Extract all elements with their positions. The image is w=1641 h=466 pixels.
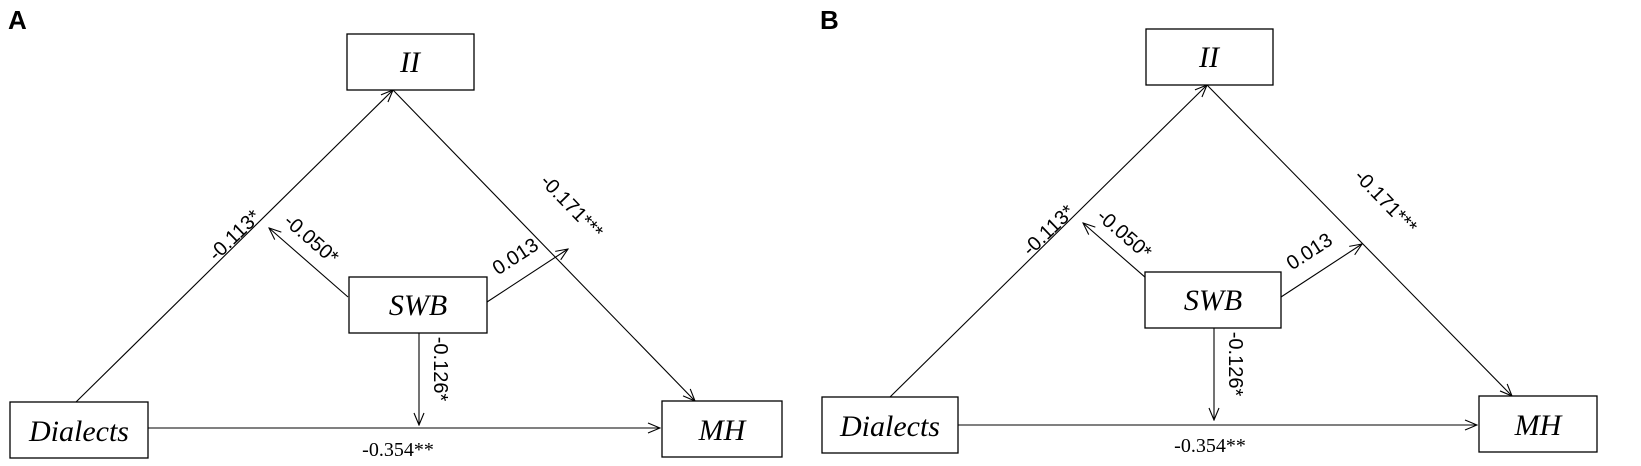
coef-dialects-to-mh: -0.354** [362,439,434,461]
edge-swb-to-b-path [1280,244,1362,298]
node-label: SWB [389,289,447,322]
node-dialects: Dialects [9,401,149,459]
coef-swb-to-b-path: 0.013 [1283,229,1337,275]
edge-swb-to-a-path [269,228,349,298]
node-label: SWB [1184,284,1242,317]
node-ii: II [346,33,475,91]
edge-dialects-to-ii [889,85,1207,398]
node-swb: SWB [1144,271,1282,329]
node-label: Dialects [28,415,129,448]
node-label: II [1198,41,1221,74]
coef-dialects-to-ii: -0.113* [1019,201,1080,261]
coef-swb-to-c-path: -0.126* [1224,332,1246,397]
node-label: MH [1514,409,1564,442]
node-label: Dialects [839,410,940,443]
panel-label: A [8,5,27,35]
node-label: MH [698,414,748,447]
coef-swb-to-a-path: -0.050* [1092,205,1155,264]
edge-ii-to-mh [392,89,695,401]
panel-label: B [820,5,839,35]
panel-b: B II SWB Dialects MH -0.113* -0.171*** -… [820,5,1598,457]
node-swb: SWB [348,276,488,334]
panel-a: A II SWB Dialects MH -0.113* -0.171*** -… [8,5,783,461]
coef-swb-to-b-path: 0.013 [489,234,543,280]
node-mh: MH [1478,395,1598,453]
node-mh: MH [661,400,783,458]
edge-swb-to-b-path [486,249,568,303]
node-ii: II [1145,28,1274,86]
node-label: II [399,46,422,79]
edge-dialects-to-ii [75,90,393,403]
edge-ii-to-mh [1206,84,1512,396]
coef-ii-to-mh: -0.171*** [1350,165,1422,238]
node-dialects: Dialects [821,396,959,454]
coef-ii-to-mh: -0.171*** [536,170,608,243]
coef-dialects-to-ii: -0.113* [205,206,266,266]
coef-swb-to-c-path: -0.126* [429,337,451,402]
coef-dialects-to-mh: -0.354** [1174,435,1246,457]
coef-swb-to-a-path: -0.050* [279,210,342,269]
